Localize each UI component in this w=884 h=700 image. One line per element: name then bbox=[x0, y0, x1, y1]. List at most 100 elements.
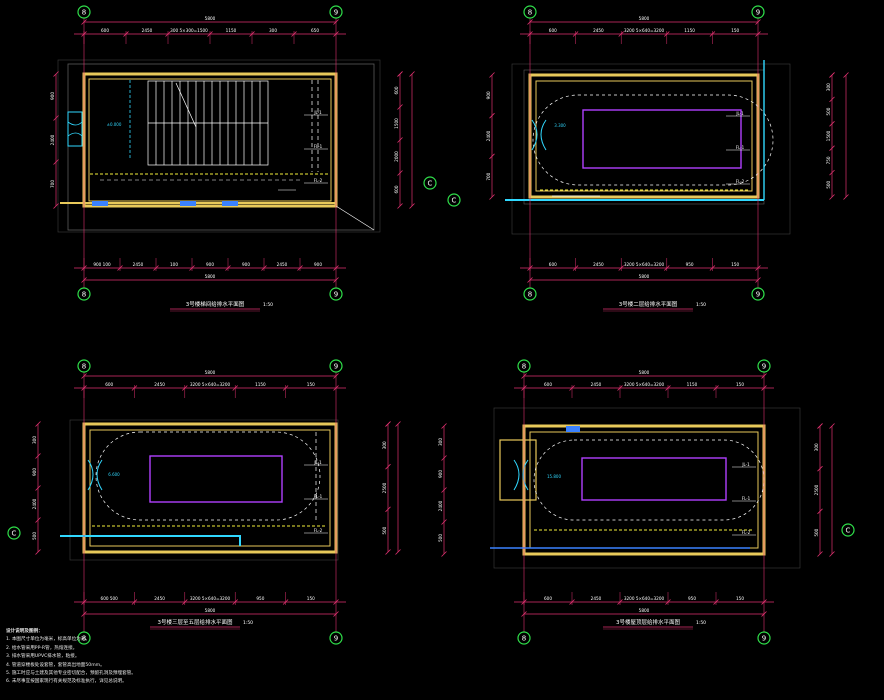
plan-1-axis-bubble-top-right-label: 9 bbox=[334, 9, 338, 17]
plan-1-dim-tick bbox=[333, 31, 339, 37]
plan-3-dim-tick bbox=[333, 599, 339, 605]
plan-2-axis-bubble-bottom-left-label: 8 bbox=[528, 291, 532, 299]
plan-3-elevation-text: 6.600 bbox=[108, 472, 120, 477]
plan-1-tag-text-1: JL-1 bbox=[313, 110, 322, 115]
plan-2-dim-right-seg-text: 1500 bbox=[826, 130, 831, 141]
plan-4-axis-bubble-top-right-label: 9 bbox=[762, 363, 766, 371]
plan-2-dim-tick bbox=[829, 194, 835, 200]
plan-3-dim-tick bbox=[395, 549, 401, 555]
plan-4-scale: 1:50 bbox=[696, 620, 706, 626]
plan-4-dim-left-seg-text: 300 bbox=[438, 438, 443, 446]
plan-1-axis-bubble-bottom-right-label: 9 bbox=[334, 291, 338, 299]
plan-4-axis-bubble-bottom-left bbox=[517, 631, 531, 645]
pool-pipe bbox=[149, 455, 283, 503]
plan-4-dim-top-seg-text: 2450 bbox=[591, 382, 602, 387]
plan-4-dim-tick bbox=[761, 611, 767, 617]
plan-1-dim-tick bbox=[397, 104, 403, 110]
plan-1-dim-left-seg-text: 700 bbox=[50, 180, 55, 188]
door-swing bbox=[67, 121, 83, 137]
plan-4-dim-tick bbox=[829, 423, 835, 429]
plan-4-dim-bottom-seg-text: 3200 5×640=3200 bbox=[624, 596, 665, 601]
plan-2-dim-top-seg-text: 600 bbox=[549, 28, 557, 33]
pool-dashed bbox=[532, 94, 774, 186]
plan-4-dim-left-seg-text: 500 bbox=[438, 534, 443, 542]
plan-2-dim-top-seg-text: 150 bbox=[731, 28, 739, 33]
plan-4-dim-tick bbox=[817, 423, 823, 429]
outer-boundary bbox=[67, 63, 375, 231]
plan-2-dim-tick bbox=[843, 194, 849, 200]
plan-1-dim-top-seg-text: 650 bbox=[311, 28, 319, 33]
plan-3-axis-bubble-top-left bbox=[77, 359, 91, 373]
plan-3-axis-bubble-top-left-label: 8 bbox=[82, 363, 86, 371]
wall-inner bbox=[535, 80, 753, 192]
plan-1-dim-top-seg-text: 300 bbox=[269, 28, 277, 33]
plan-2-axis-bubble-top-right-label: 9 bbox=[756, 9, 760, 17]
plan-3-scale: 1:50 bbox=[243, 620, 253, 626]
plan-2-axis-bubble-top-left bbox=[523, 5, 537, 19]
plan-1-axis-bubble-top-left bbox=[77, 5, 91, 19]
plan-3-axis-bubble-side bbox=[7, 526, 21, 540]
plan-1-dim-right-seg-text: 600 bbox=[394, 86, 399, 94]
plan-4-dim-tick bbox=[441, 551, 447, 557]
design-notes: 设计说明及图例： 1. 本图尺寸单位为毫米，标高单位为米。 2. 给水管采用PP… bbox=[6, 628, 306, 687]
plan-3-tag-text-2: FL-1 bbox=[314, 494, 323, 499]
plan-3-dim-bottom-seg-text: 950 bbox=[256, 596, 264, 601]
plan-3-tag-text-3: FL-2 bbox=[314, 528, 323, 533]
plan-2-dim-left-seg-text: 900 bbox=[486, 91, 491, 99]
entry-door bbox=[67, 111, 83, 147]
plan-2-axis-bubble-bottom-left bbox=[523, 287, 537, 301]
plan-3-dim-bottom-seg-text: 150 bbox=[307, 596, 315, 601]
plan-1-dim-tick bbox=[397, 71, 403, 77]
plan-2-dim-top-seg-text: 2450 bbox=[593, 28, 604, 33]
plan-4-dim-tick bbox=[441, 487, 447, 493]
plan-2-dim-left-seg-text: 2400 bbox=[486, 130, 491, 141]
plan-2-dim-tick bbox=[755, 31, 761, 37]
plan-3-dim-tick bbox=[333, 611, 339, 617]
plan-2-dim-tick bbox=[489, 153, 495, 160]
plan-1-dim-bottom-seg-text: 900 bbox=[206, 262, 214, 267]
notes-item-3: 3. 排水管采用UPVC排水管，粘接。 bbox=[6, 654, 80, 660]
plan-3-dim-tick bbox=[333, 373, 339, 379]
plan-3-dim-tick bbox=[385, 549, 391, 555]
plan-1-dim-bottom-seg-text: 900 100 bbox=[93, 262, 111, 267]
plan-2-dim-tick bbox=[829, 72, 835, 78]
plan-1-dim-right-seg-text: 2000 bbox=[394, 151, 399, 162]
plan-1-dim-right-seg-text: 1500 bbox=[394, 118, 399, 129]
plan-3-axis-bubble-top-right-label: 9 bbox=[334, 363, 338, 371]
plan-1-tag-text-3: FL-2 bbox=[314, 178, 323, 183]
plan-1-dim-bottom-seg-text: 900 bbox=[314, 262, 322, 267]
plan-2-tag-text-3: FL-2 bbox=[736, 179, 745, 184]
plan-4-axis-bubble-side bbox=[841, 523, 855, 537]
plan-3-dim-top-seg-text: 1150 bbox=[255, 382, 266, 387]
plan-4-dim-tick bbox=[441, 455, 447, 461]
plan-3-dim-top-seg-text: 3200 5×640=3200 bbox=[190, 382, 231, 387]
plan-2-axis-bubble-top-right bbox=[751, 5, 765, 19]
plan-4-dim-top-seg-text: 150 bbox=[736, 382, 744, 387]
plan-1-dim-tick bbox=[53, 115, 59, 121]
plan-3-axis-bubble-bottom-left bbox=[77, 631, 91, 645]
plan-4-dim-tick bbox=[521, 611, 527, 617]
plan-3-dim-tick bbox=[81, 373, 87, 379]
plan-3-dim-tick bbox=[385, 463, 391, 470]
outer-boundary bbox=[69, 419, 339, 561]
plan-3-dim-bottom-seg-text: 2450 bbox=[154, 596, 165, 601]
plan-4-axis-bubble-bottom-right-label: 9 bbox=[762, 635, 766, 643]
plan-1-dim-tick bbox=[397, 170, 403, 176]
plan-4-tag-text-1: JL-1 bbox=[741, 462, 750, 467]
plan-3-dim-top-seg-text: 150 bbox=[307, 382, 315, 387]
plan-1-axis-bubble-side-label: C bbox=[428, 180, 433, 188]
plan-1-axis-bubble-bottom-left bbox=[77, 287, 91, 301]
plan-1-dim-tick bbox=[53, 203, 59, 209]
plan-1-elevation-text: ±0.000 bbox=[107, 122, 122, 127]
plan-4-elevation-text: 15.800 bbox=[547, 474, 561, 479]
pool-pipe bbox=[582, 109, 742, 169]
plan-1-dim-top-seg-text: 2450 bbox=[142, 28, 153, 33]
plan-2-dim-bottom-seg-text: 3200 5×640=3200 bbox=[624, 262, 665, 267]
plan-2-dim-right-seg-text: 500 bbox=[826, 180, 831, 188]
plan-4-title: 3号楼屋顶层给排水平面图 bbox=[616, 618, 681, 626]
plan-2-dim-bottom-seg-text: 600 bbox=[549, 262, 557, 267]
pool-dashed bbox=[95, 431, 321, 521]
plan-2-axis-bubble-bottom-right bbox=[751, 287, 765, 301]
